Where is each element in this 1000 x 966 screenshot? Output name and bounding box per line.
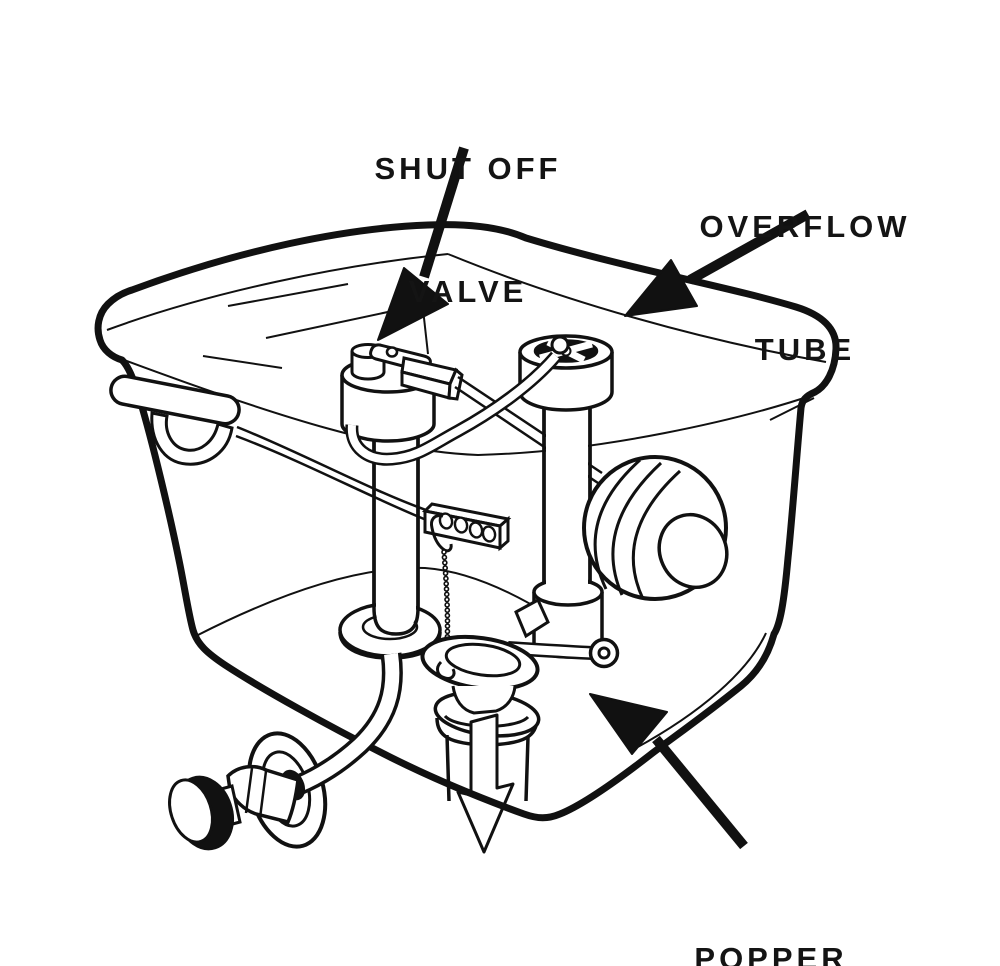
tank-outline [94, 221, 840, 822]
flush-handle [109, 374, 241, 466]
callout-arrows [377, 146, 811, 850]
refill-tube [345, 335, 570, 466]
flapper-assembly [420, 597, 620, 692]
outlet-tube [445, 734, 530, 802]
flapper-chain-hook [436, 660, 456, 680]
handle-guard [150, 411, 234, 466]
trip-lever-arm [235, 425, 427, 521]
shutoff-valve [168, 764, 306, 851]
callout-overflow-line2: TUBE [754, 332, 856, 367]
handle-blade [109, 374, 241, 426]
flapper-bracket [514, 597, 550, 639]
callout-popper: POPPER [621, 856, 921, 966]
callout-overflow-tube: OVERFLOW TUBE [645, 124, 965, 411]
fill-valve [338, 343, 464, 660]
float-arm-bracket [400, 356, 464, 401]
trip-lever [235, 425, 512, 553]
overflow-arrow [624, 209, 811, 317]
callout-popper-line1: POPPER [694, 941, 848, 966]
callout-shutoff-line2: VALVE [408, 274, 528, 309]
callout-shutoff-valve: SHUT OFF VALVE [308, 66, 628, 353]
chain-clip [430, 514, 453, 553]
refill-clip [550, 335, 570, 355]
fill-valve-gasket [338, 436, 442, 660]
callout-shutoff-line1: SHUT OFF [374, 151, 562, 186]
callout-overflow-line1: OVERFLOW [699, 209, 911, 244]
shutoff-arrow [377, 146, 469, 341]
float-ball [582, 455, 729, 601]
trip-lever-bar-end [498, 515, 510, 552]
supply-line [287, 652, 403, 798]
flapper-bulb [451, 685, 517, 715]
popper-arrow [589, 693, 748, 850]
